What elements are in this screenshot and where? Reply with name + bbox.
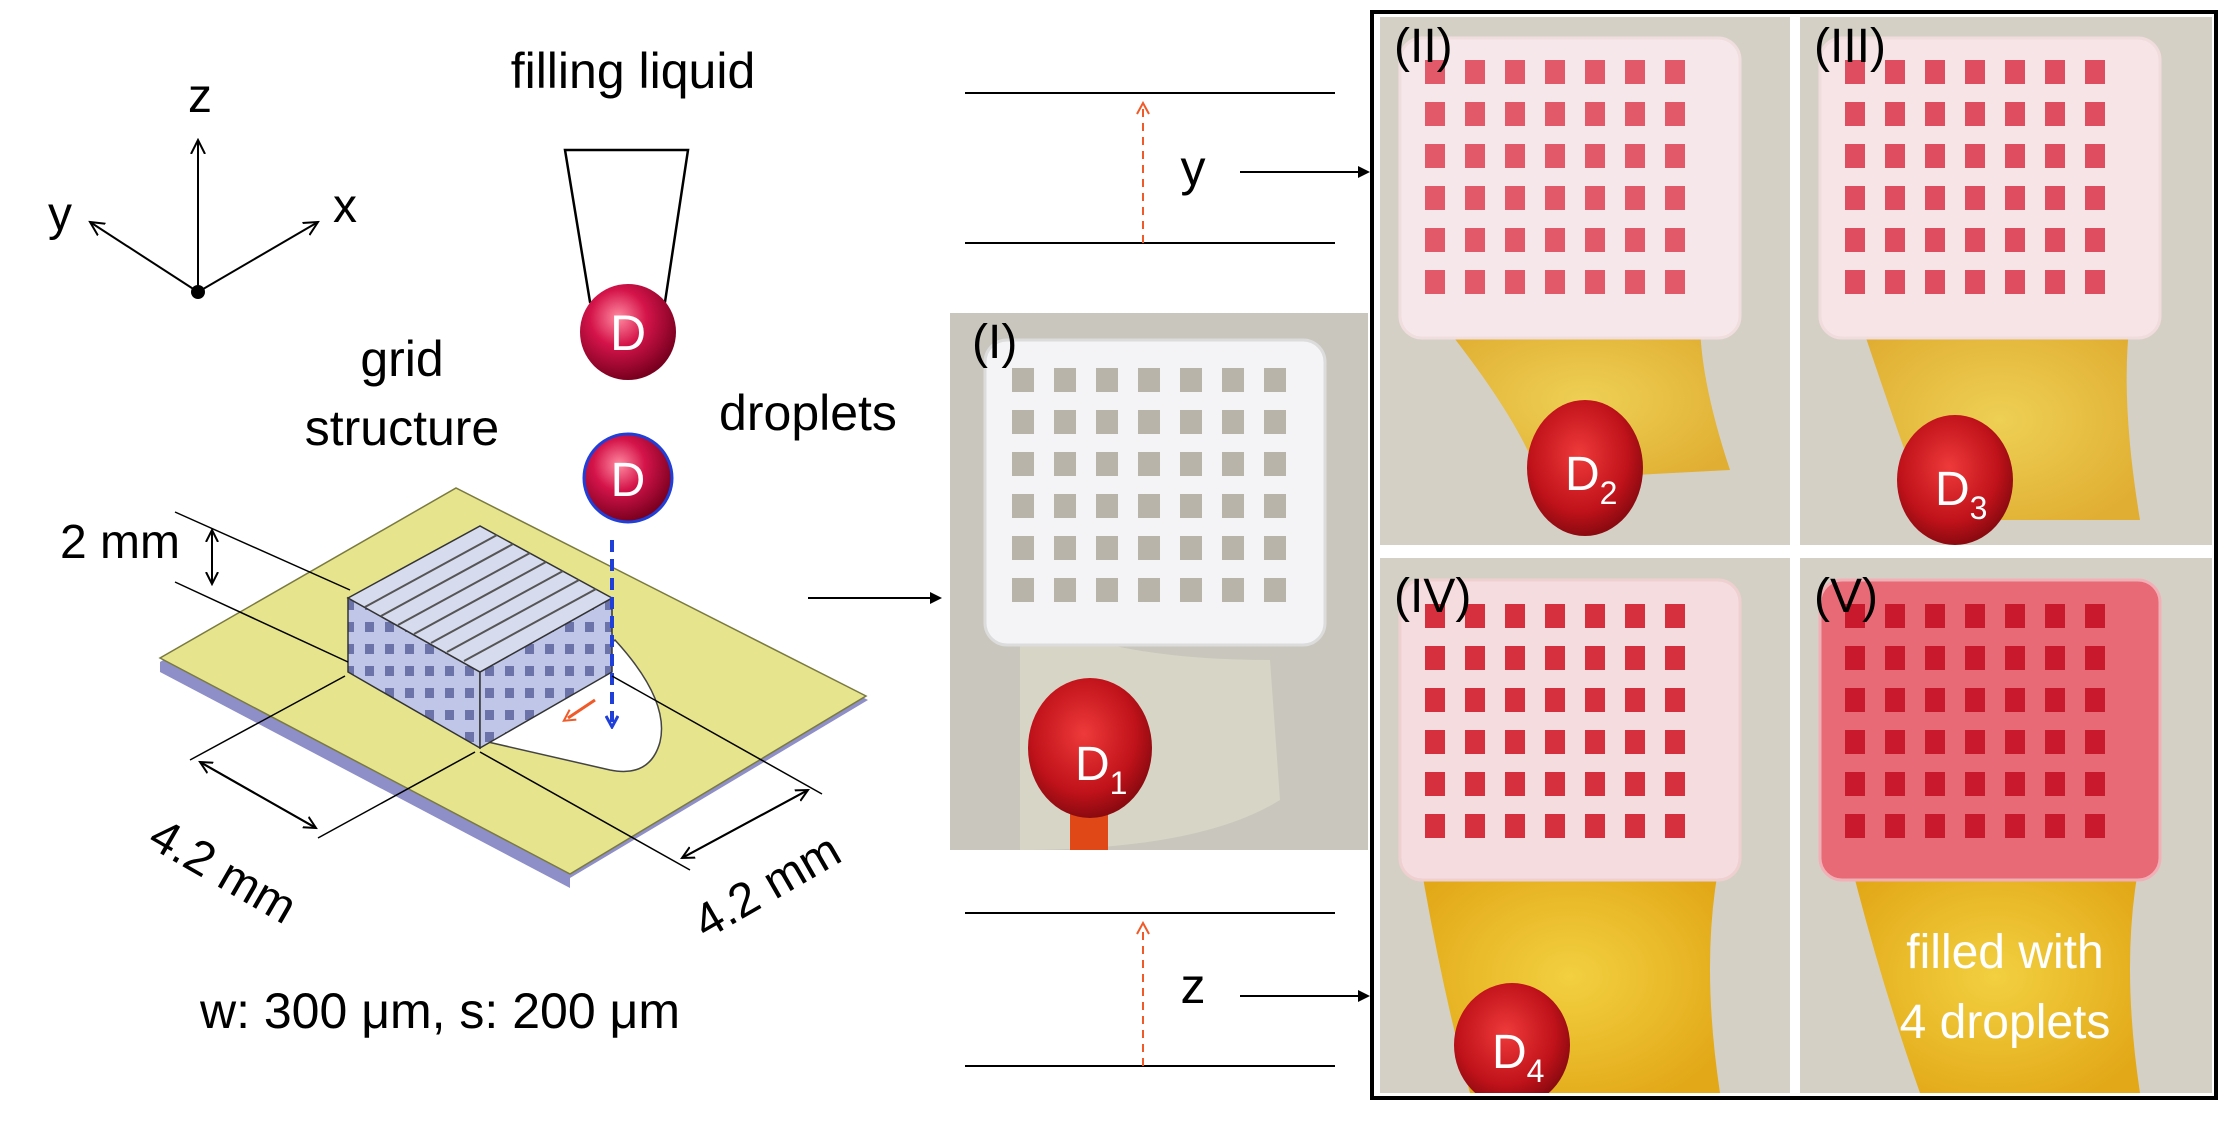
- z-axis-label: z: [188, 70, 212, 123]
- droplet-ball: [580, 284, 676, 380]
- axis-origin: [191, 285, 205, 299]
- droplet-symbol: D: [610, 305, 646, 361]
- y-view-inset: y: [965, 92, 1370, 244]
- grid-label-line2: structure: [305, 400, 500, 456]
- x-axis-line: [197, 222, 318, 293]
- parameters-label: w: 300 μm, s: 200 μm: [199, 983, 680, 1039]
- photo-panel-1: [950, 313, 1368, 850]
- panel-3-id: (III): [1814, 20, 1886, 73]
- panel-4-droplet: D4: [1492, 1026, 1544, 1089]
- panel-4-id: (IV): [1394, 570, 1471, 623]
- photo-panel-4: [1380, 558, 1790, 1093]
- z-view-inset: z: [965, 912, 1370, 1067]
- x-axis-label: x: [333, 180, 357, 233]
- panel-3-droplet: D3: [1935, 463, 1987, 526]
- droplets-label: droplets: [719, 385, 897, 441]
- grid-ridges: [364, 534, 597, 662]
- filling-liquid-label: filling liquid: [511, 43, 756, 99]
- photo-panel-2: [1380, 17, 1790, 545]
- photo-grid-border: [1370, 10, 2218, 1100]
- panel-1-id: (I): [972, 316, 1017, 369]
- height-dimension: 2 mm: [60, 516, 180, 569]
- y-axis-line: [90, 222, 199, 293]
- panel-2-id: (II): [1394, 20, 1453, 73]
- droplet-ball: [582, 432, 674, 524]
- grid-label-line1: grid: [360, 331, 443, 387]
- panel-2-droplet: D2: [1565, 448, 1617, 511]
- panel-5-id: (V): [1814, 570, 1878, 623]
- falling-droplet: D: [582, 432, 674, 524]
- nozzle-droplet: D: [580, 284, 676, 380]
- axis-triad: z y x: [48, 70, 357, 299]
- panel-1-droplet: D1: [1075, 738, 1127, 801]
- z-view-label: z: [1181, 958, 1206, 1014]
- y-axis-label: y: [48, 188, 72, 241]
- panel-5-caption-line1: filled with: [1906, 926, 2103, 979]
- width-dimension-left: 4.2 mm: [140, 809, 305, 935]
- flow-direction-arrow: [568, 698, 596, 718]
- photo-panel-5: [1800, 558, 2212, 1093]
- y-view-label: y: [1181, 140, 1206, 196]
- device-schematic: [158, 487, 868, 888]
- photo-panel-3: [1800, 17, 2212, 545]
- droplet-symbol: D: [611, 454, 646, 507]
- panel-5-caption-line2: 4 droplets: [1900, 996, 2111, 1049]
